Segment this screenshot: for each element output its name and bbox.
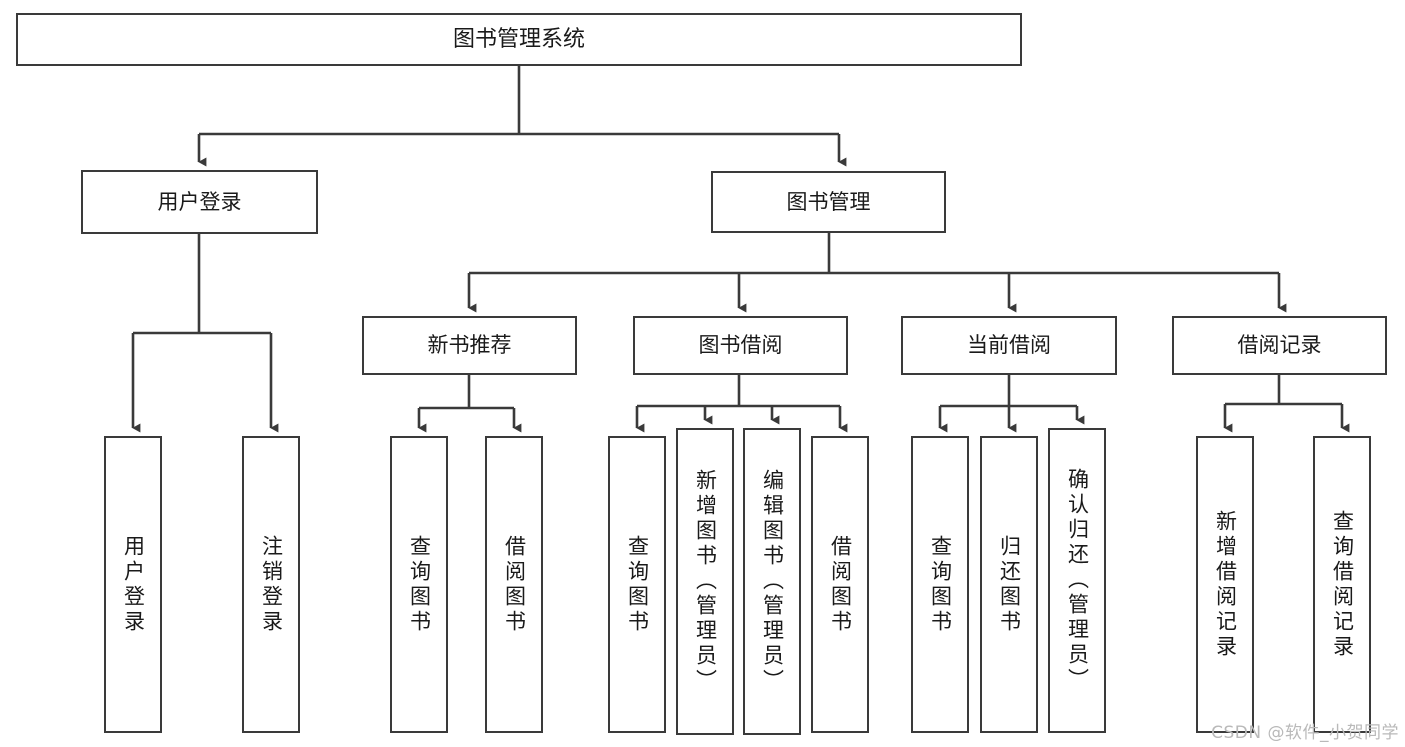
node-root-label: 图书管理系统 <box>452 26 585 52</box>
node-current-borrow-label: 当前借阅 <box>967 333 1051 358</box>
leaf-user-login[interactable]: 用户登录 <box>104 436 162 733</box>
leaf-confirm-return-admin-label: 确认归还（管理员） <box>1065 468 1090 693</box>
leaf-confirm-return-admin[interactable]: 确认归还（管理员） <box>1048 428 1106 733</box>
leaf-return-book-label: 归还图书 <box>997 534 1022 635</box>
leaf-borrow-book-label: 借阅图书 <box>828 534 853 635</box>
node-root[interactable]: 图书管理系统 <box>16 13 1022 66</box>
leaf-edit-book-admin[interactable]: 编辑图书（管理员） <box>743 428 801 735</box>
leaf-borrow-book[interactable]: 借阅图书 <box>811 436 869 733</box>
node-book-borrow[interactable]: 图书借阅 <box>633 316 848 375</box>
node-borrow-records[interactable]: 借阅记录 <box>1172 316 1387 375</box>
leaf-borrow-book-recommend[interactable]: 借阅图书 <box>485 436 543 733</box>
node-user-login-label: 用户登录 <box>157 189 242 214</box>
leaf-query-book-recommend[interactable]: 查询图书 <box>390 436 448 733</box>
leaf-query-borrow-record-label: 查询借阅记录 <box>1330 509 1355 660</box>
leaf-add-book-admin-label: 新增图书（管理员） <box>693 469 718 694</box>
node-book-borrow-label: 图书借阅 <box>698 333 783 358</box>
leaf-query-book-recommend-label: 查询图书 <box>407 534 432 635</box>
node-new-book-recommend[interactable]: 新书推荐 <box>362 316 577 375</box>
node-new-book-recommend-label: 新书推荐 <box>427 333 512 358</box>
leaf-query-book-current[interactable]: 查询图书 <box>911 436 969 733</box>
leaf-query-borrow-record[interactable]: 查询借阅记录 <box>1313 436 1371 733</box>
leaf-logout[interactable]: 注销登录 <box>242 436 300 733</box>
leaf-return-book[interactable]: 归还图书 <box>980 436 1038 733</box>
leaf-query-book-current-label: 查询图书 <box>928 534 953 635</box>
leaf-add-borrow-record-label: 新增借阅记录 <box>1213 509 1238 660</box>
node-user-login[interactable]: 用户登录 <box>81 170 318 234</box>
leaf-add-book-admin[interactable]: 新增图书（管理员） <box>676 428 734 735</box>
leaf-query-book-borrow-label: 查询图书 <box>625 534 650 635</box>
node-book-management[interactable]: 图书管理 <box>711 171 946 233</box>
node-book-management-label: 图书管理 <box>786 189 871 214</box>
node-current-borrow[interactable]: 当前借阅 <box>901 316 1117 375</box>
node-borrow-records-label: 借阅记录 <box>1237 333 1322 358</box>
watermark: CSDN @软件_小贺同学 <box>1211 723 1399 743</box>
leaf-logout-label: 注销登录 <box>259 534 284 635</box>
leaf-add-borrow-record[interactable]: 新增借阅记录 <box>1196 436 1254 733</box>
leaf-edit-book-admin-label: 编辑图书（管理员） <box>760 469 785 694</box>
leaf-query-book-borrow[interactable]: 查询图书 <box>608 436 666 733</box>
leaf-user-login-label: 用户登录 <box>121 534 146 635</box>
leaf-borrow-book-recommend-label: 借阅图书 <box>502 534 527 635</box>
